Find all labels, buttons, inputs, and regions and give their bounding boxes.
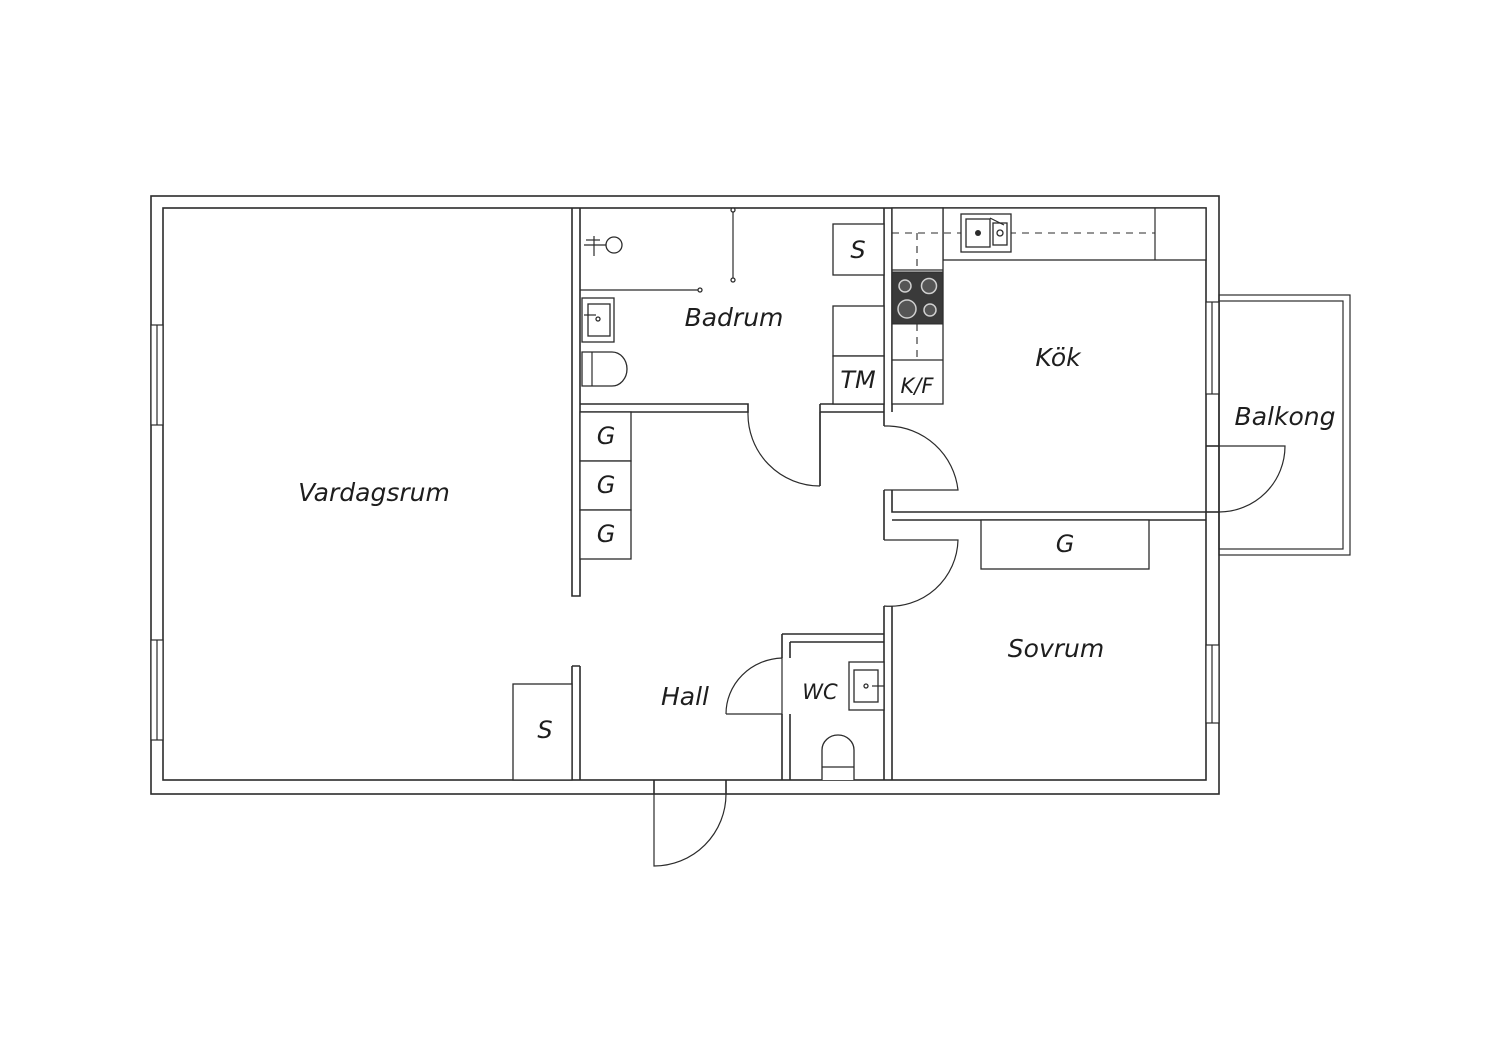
label-balkong: Balkong [1235, 402, 1336, 431]
label-wardrobe-hall-2: G [597, 471, 616, 499]
label-vardagsrum: Vardagsrum [298, 478, 450, 507]
wc-toilet-icon [821, 734, 855, 780]
fixture-labels: S TM K/F G G G G S [537, 236, 1074, 744]
label-wardrobe-sovrum: G [1056, 530, 1075, 558]
wardrobe-sovrum [980, 519, 1150, 570]
storage-units [512, 411, 1150, 781]
wardrobe-hall-1 [579, 411, 632, 462]
label-storage-badrum: S [850, 236, 865, 264]
door-entrance [653, 793, 727, 867]
doors [653, 411, 1286, 867]
sink-icon [581, 297, 615, 343]
toilet-icon [581, 351, 628, 387]
wc-fixtures [821, 661, 885, 780]
label-wardrobe-hall-3: G [597, 520, 616, 548]
door-balkong [1218, 445, 1286, 513]
storage-badrum [832, 223, 885, 276]
label-wc: WC [802, 680, 838, 704]
label-sovrum: Sovrum [1008, 634, 1104, 663]
label-badrum: Badrum [685, 303, 784, 332]
balcony-outline [1218, 294, 1351, 556]
label-kok: Kök [1035, 343, 1082, 372]
label-hall: Hall [661, 682, 709, 711]
shower-head-icon [584, 236, 623, 256]
storage-vardagsrum [512, 683, 573, 781]
windows [150, 301, 1220, 741]
washer-badrum [832, 355, 885, 405]
door-badrum [747, 411, 821, 487]
label-wardrobe-hall-1: G [597, 422, 616, 450]
wardrobe-hall-3 [579, 509, 632, 560]
door-sovrum [883, 539, 959, 607]
label-storage-vardagsrum: S [537, 716, 552, 744]
kitchen-sink-icon [960, 213, 1012, 253]
wardrobe-hall-2 [579, 460, 632, 511]
room-labels: Vardagsrum Badrum Kök Balkong Hall WC So… [298, 303, 1335, 711]
label-washer: TM [840, 366, 876, 394]
cabinet-badrum [832, 305, 885, 357]
stove-icon [891, 271, 944, 325]
door-wc [725, 657, 783, 715]
bathroom-fixtures [580, 207, 885, 405]
door-kok [884, 425, 959, 491]
label-fridge-freezer: K/F [901, 374, 935, 398]
kitchen-fixtures [891, 207, 1207, 405]
wc-sink-icon [848, 661, 885, 711]
